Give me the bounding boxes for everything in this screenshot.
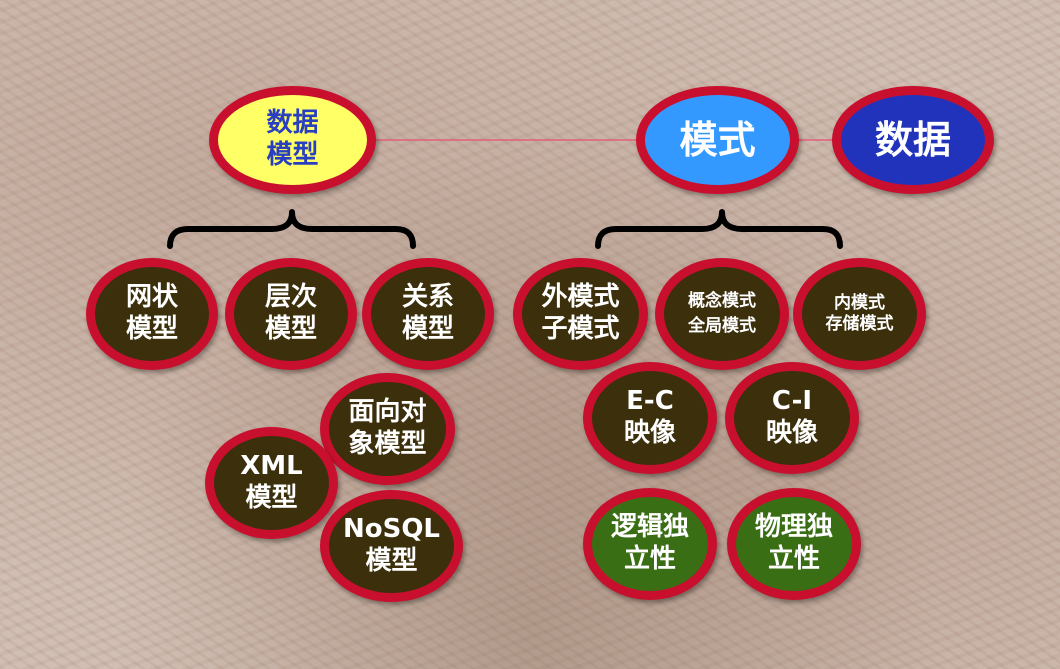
ec-mapping-label: E-C 映像 — [623, 386, 676, 448]
nosql-model-label: NoSQL 模型 — [342, 514, 441, 576]
schema-label: 模式 — [679, 117, 756, 162]
relational-model-label: 关系 模型 — [401, 282, 454, 344]
data-label: 数据 — [874, 117, 951, 162]
external-schema-node: 外模式 子模式 — [513, 258, 648, 370]
data-model-label: 数据 模型 — [266, 108, 319, 170]
object-oriented-model-label: 面向对 象模型 — [348, 397, 427, 459]
schema-node: 模式 — [636, 86, 799, 194]
logical-independence-label: 逻辑独 立性 — [610, 512, 689, 574]
internal-schema-node: 内模式 存储模式 — [793, 258, 926, 370]
hierarchical-model-node: 层次 模型 — [225, 258, 357, 370]
brace-data-model — [167, 209, 416, 249]
ci-mapping-node: C-I 映像 — [725, 362, 859, 474]
ec-mapping-node: E-C 映像 — [583, 362, 717, 474]
nosql-model-node: NoSQL 模型 — [320, 490, 463, 602]
physical-independence-node: 物理独 立性 — [727, 488, 861, 600]
xml-model-node: XML 模型 — [205, 427, 338, 539]
internal-schema-label: 内模式 存储模式 — [825, 293, 894, 334]
relational-model-node: 关系 模型 — [362, 258, 494, 370]
xml-model-label: XML 模型 — [240, 451, 303, 513]
network-model-label: 网状 模型 — [125, 282, 178, 344]
external-schema-label: 外模式 子模式 — [541, 282, 620, 344]
physical-independence-label: 物理独 立性 — [754, 512, 833, 574]
logical-independence-node: 逻辑独 立性 — [583, 488, 717, 600]
data-model-node: 数据 模型 — [209, 86, 376, 194]
conceptual-schema-node: 概念模式 全局模式 — [655, 258, 789, 370]
hierarchical-model-label: 层次 模型 — [264, 282, 317, 344]
ci-mapping-label: C-I 映像 — [765, 386, 818, 448]
network-model-node: 网状 模型 — [86, 258, 218, 370]
object-oriented-model-node: 面向对 象模型 — [320, 373, 455, 485]
brace-schema — [595, 209, 843, 249]
conceptual-schema-label: 概念模式 全局模式 — [688, 291, 756, 336]
data-node: 数据 — [832, 86, 994, 194]
